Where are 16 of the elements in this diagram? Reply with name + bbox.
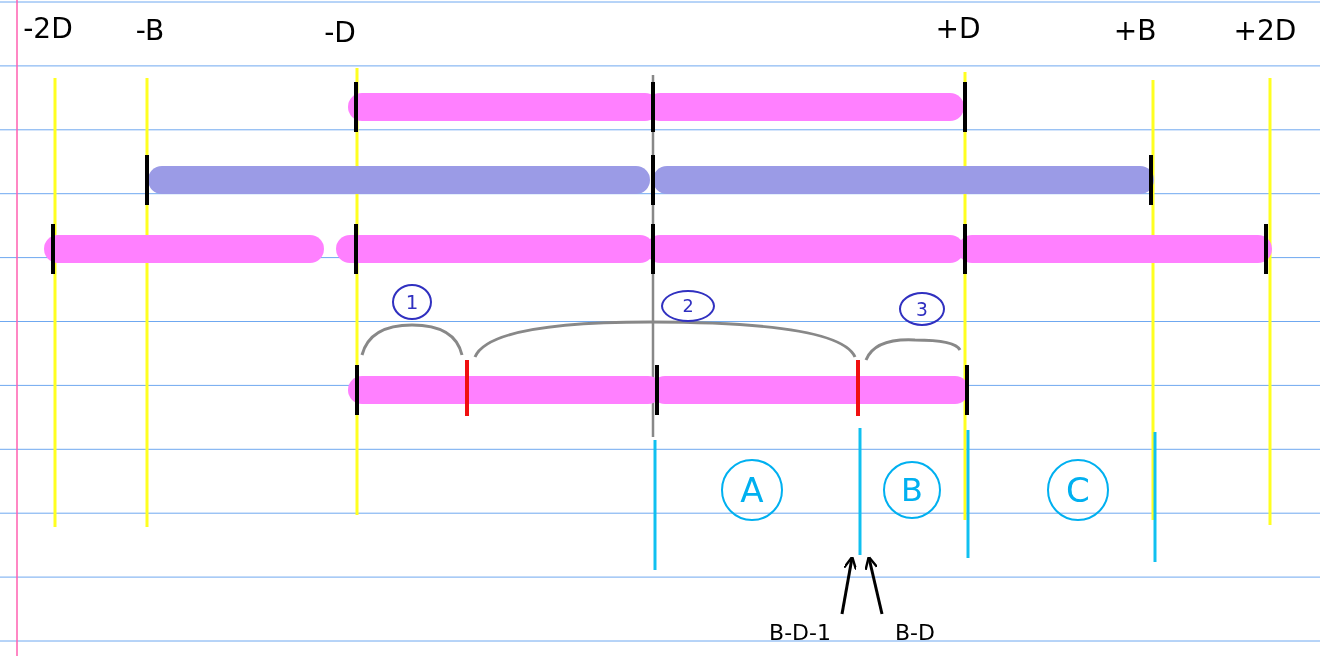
leader-arrow bbox=[864, 555, 884, 615]
circled-number: 2 bbox=[661, 290, 715, 322]
axis-mark-label: -D bbox=[324, 15, 356, 49]
axis-mark-label: +B bbox=[1113, 13, 1157, 47]
circled-letter: A bbox=[721, 459, 783, 521]
annotation-text: B-D bbox=[895, 619, 935, 645]
circled-letter: B bbox=[883, 461, 941, 519]
axis-mark-label: -2D bbox=[23, 11, 73, 45]
axis-mark-label: -B bbox=[135, 13, 165, 47]
circled-letter: C bbox=[1047, 459, 1109, 521]
annotation-text: B-D-1 bbox=[769, 619, 831, 645]
axis-mark-label: +2D bbox=[1233, 13, 1297, 47]
leader-arrow bbox=[840, 555, 858, 615]
circled-number: 1 bbox=[392, 284, 432, 320]
circled-number: 3 bbox=[899, 292, 945, 326]
axis-mark-label: +D bbox=[935, 11, 981, 45]
